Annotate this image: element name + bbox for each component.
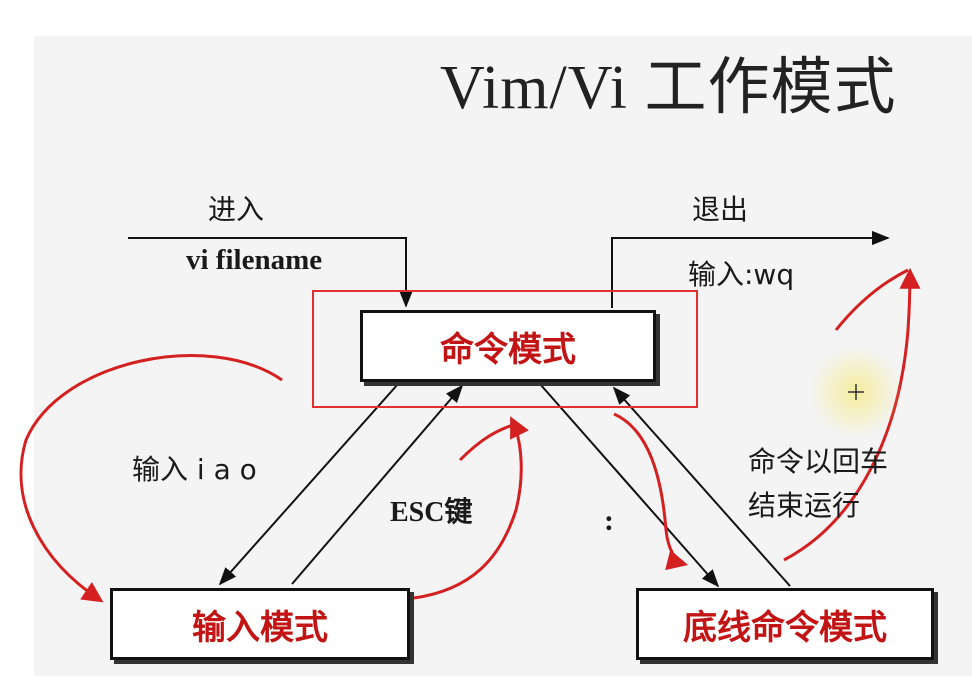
red-curve-esc-top (458, 422, 517, 462)
exit-label: 退出 (692, 193, 749, 226)
enter-note-line1: 命令以回车 (748, 445, 889, 478)
command-mode-label: 命令模式 (440, 329, 576, 370)
cursor-crosshair-icon (848, 384, 864, 400)
insert-to-cmd-arrow (291, 384, 464, 585)
insert-mode-box: 输入模式 (110, 588, 410, 660)
enter-note-line2: 结束运行 (748, 489, 861, 522)
red-curve-esc (413, 416, 529, 600)
red-curve-colon (613, 412, 689, 571)
cmd-to-lastline-arrow (539, 383, 720, 588)
wq-label: 输入:wq (688, 258, 795, 291)
colon-label: : (604, 504, 614, 537)
page-title: Vim/Vi 工作模式 (440, 54, 897, 122)
enter-label: 进入 (208, 193, 265, 226)
command-mode-box: 命令模式 (360, 310, 656, 382)
iao-label: 输入 i a o (132, 453, 257, 486)
enter-arrow (128, 237, 414, 308)
insert-mode-label: 输入模式 (192, 607, 328, 648)
esc-key-label: ESC键 (390, 497, 473, 528)
lastline-to-cmd-arrow (612, 386, 791, 587)
last-line-mode-label: 底线命令模式 (683, 607, 887, 648)
red-curve-left (19, 354, 283, 603)
last-line-mode-box: 底线命令模式 (636, 588, 934, 660)
red-curve-wq (834, 268, 909, 331)
vi-filename-label: vi filename (186, 244, 323, 276)
exit-arrow (611, 230, 890, 308)
cmd-to-insert-arrow (218, 383, 399, 586)
command-mode-highlight (312, 290, 698, 408)
